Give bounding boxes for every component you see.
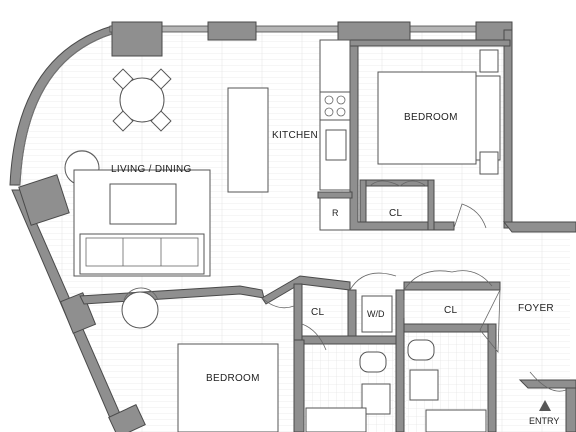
label-living-dining: LIVING / DINING: [111, 164, 192, 175]
wd-wall-right: [395, 289, 405, 432]
entry-jamb: [565, 387, 576, 432]
top-column-3: [337, 21, 411, 43]
entry-arrow-icon: [539, 400, 551, 411]
fridge: [319, 197, 351, 231]
kitchen-sink: [325, 129, 347, 161]
top-column-2: [207, 21, 257, 41]
bedroom-bottom-bed: [177, 343, 279, 432]
hall-wall-upper-right: [396, 281, 501, 291]
label-hall-closet-right: CL: [444, 305, 458, 316]
bath-divider-top: [301, 335, 397, 345]
exterior-curved-wall-inner: [19, 33, 113, 186]
left-column-3: [108, 404, 146, 432]
tub-right: [425, 409, 487, 432]
label-fridge: R: [332, 208, 339, 218]
top-column-1: [111, 21, 163, 57]
closet-wall-left: [359, 179, 367, 223]
dining-set: [112, 68, 172, 132]
sink-left: [361, 383, 391, 415]
tub-left: [305, 407, 367, 432]
cooktop: [319, 91, 351, 121]
left-column-1: [18, 174, 70, 226]
bedroom-bottom-right-wall: [293, 339, 305, 432]
nightstand-top: [479, 49, 499, 73]
sofa: [79, 233, 205, 275]
label-entry: ENTRY: [529, 416, 559, 426]
nightstand-bottom: [479, 151, 499, 175]
label-foyer: FOYER: [518, 303, 554, 314]
fridge-wall: [317, 191, 353, 199]
label-washer-dryer: W/D: [367, 309, 385, 319]
bedroom-top-right-wall: [503, 29, 513, 229]
bed-headboard: [475, 75, 501, 161]
label-hall-closet-left: CL: [311, 307, 325, 318]
closet-wall-right: [427, 179, 435, 231]
door-swings: [261, 180, 567, 392]
lounge-chair-bedroom: [121, 287, 159, 329]
label-bedroom-bottom: BEDROOM: [206, 373, 260, 384]
kitchen-island: [227, 87, 269, 193]
label-bedroom-closet: CL: [389, 208, 403, 219]
bedroom-top-divider: [349, 39, 511, 47]
foyer-lower-wall: [518, 379, 576, 389]
foyer-right-wall: [502, 221, 576, 233]
washer-dryer: [361, 295, 393, 333]
bath-right-wall: [487, 323, 497, 432]
label-bedroom-top: BEDROOM: [404, 112, 458, 123]
toilet-right: [407, 339, 435, 361]
bedroom-top-bed: [377, 71, 477, 165]
label-kitchen: KITCHEN: [272, 130, 318, 141]
top-exterior-wall: [109, 25, 511, 33]
toilet-left: [359, 351, 387, 373]
wd-wall-left: [347, 289, 357, 343]
coffee-table: [109, 183, 177, 225]
sink-right: [409, 369, 439, 401]
